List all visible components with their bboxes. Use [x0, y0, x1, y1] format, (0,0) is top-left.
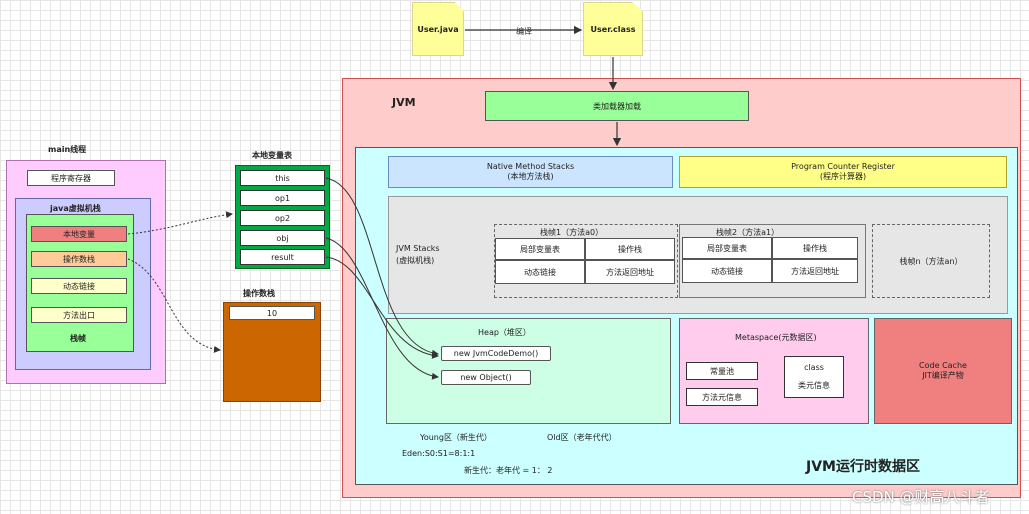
local-var-result-label: result: [271, 252, 294, 262]
this-to-demo-arrow: [325, 177, 439, 357]
obj-to-object-arrow: [325, 237, 439, 380]
frame2-operand-stack: 操作栈: [772, 237, 858, 259]
frame-label: 栈帧: [70, 334, 86, 343]
heap-title: Heap（堆区）: [478, 328, 531, 337]
jvm-stacks-line2: (虚拟机栈): [396, 256, 435, 265]
localvars-to-table-arrow: [127, 211, 233, 235]
constant-pool-label: 常量池: [710, 366, 734, 376]
local-vars-item[interactable]: 本地变量: [31, 226, 127, 242]
watermark: CSDN @财高八斗者: [852, 488, 990, 506]
frame1-local-vars: 局部变量表: [495, 238, 585, 260]
jvm-stacks-line1: JVM Stacks: [396, 244, 440, 253]
frame1-return-address-label: 方法返回地址: [606, 267, 654, 277]
dynamic-link-label: 动态链接: [63, 281, 95, 291]
compile-label: 编译: [514, 26, 534, 37]
metaspace-title: Metaspace(元数据区): [735, 333, 817, 342]
stack-frame-n-title: 栈帧n（方法an）: [899, 256, 963, 266]
local-var-op2-label: op2: [274, 213, 291, 223]
method-meta-label: 方法元信息: [702, 392, 742, 402]
result-to-demo-arrow: [325, 256, 439, 359]
method-exit-item[interactable]: 方法出口: [31, 307, 127, 323]
young-gen-label: Young区（新生代）: [420, 433, 492, 442]
method-exit-label: 方法出口: [63, 310, 95, 320]
stack-frame-n: 栈帧n（方法an）: [872, 224, 990, 298]
gen-ratio-label: 新生代：老年代 = 1： 2: [464, 466, 553, 475]
local-var-op1: op1: [240, 190, 325, 206]
dynamic-link-item[interactable]: 动态链接: [31, 278, 127, 294]
class-meta-line2: 类元信息: [798, 381, 830, 390]
local-var-table-title: 本地变量表: [252, 151, 292, 160]
stack-frame-1: [494, 224, 678, 298]
constant-pool-box: 常量池: [686, 362, 758, 380]
operand-stack-title: 操作数栈: [243, 289, 275, 298]
native-stacks-line1: Native Method Stacks: [486, 162, 575, 171]
heap-object-object: new Object(): [441, 370, 531, 385]
java-vm-stack-title: java虚拟机栈: [50, 204, 101, 213]
local-var-this-label: this: [275, 173, 290, 183]
pc-register-line2: (程序计算器): [819, 172, 867, 181]
class-meta-line1: class: [804, 363, 824, 372]
runtime-area-title: JVM运行时数据区: [806, 459, 920, 475]
frame1-return-address: 方法返回地址: [585, 260, 675, 284]
frame2-return-address: 方法返回地址: [772, 259, 858, 283]
user-class-label: User.class: [590, 24, 636, 34]
code-cache-area: Code Cache JIT编译产物: [874, 318, 1012, 424]
frame2-operand-stack-label: 操作栈: [803, 243, 827, 253]
operand-stack-value: 10: [229, 306, 315, 320]
local-var-op2: op2: [240, 210, 325, 226]
method-meta-box: 方法元信息: [686, 388, 758, 406]
class-loader-label: 类加载器加载: [593, 101, 641, 111]
heap-object-jvmcodedemo-label: new JvmCodeDemo(): [453, 349, 539, 358]
local-var-op1-label: op1: [274, 193, 291, 203]
frame2-local-vars: 局部变量表: [682, 237, 772, 259]
frame1-local-vars-label: 局部变量表: [520, 244, 560, 254]
user-java-label: User.java: [417, 24, 459, 34]
frame2-local-vars-label: 局部变量表: [707, 243, 747, 253]
frame1-dynamic-link-label: 动态链接: [524, 267, 556, 277]
user-class-file: User.class: [583, 2, 643, 56]
frame2-return-address-label: 方法返回地址: [791, 266, 839, 276]
frame1-dynamic-link: 动态链接: [495, 260, 585, 284]
jvm-title: JVM: [392, 96, 416, 109]
main-thread-title: main线程: [48, 145, 87, 154]
class-loader-box: 类加载器加载: [485, 91, 749, 121]
local-vars-label: 本地变量: [63, 229, 95, 239]
heap-object-object-label: new Object(): [460, 373, 512, 382]
local-var-obj-label: obj: [276, 233, 289, 243]
frame2-dynamic-link-label: 动态链接: [711, 266, 743, 276]
operand-stack-label: 操作数栈: [63, 254, 95, 264]
main-pc-register: 程序寄存器: [27, 170, 115, 186]
class-meta-box: class 类元信息: [784, 356, 844, 398]
native-method-stacks: Native Method Stacks (本地方法栈): [388, 156, 673, 188]
local-var-obj: obj: [240, 230, 325, 246]
main-pc-register-label: 程序寄存器: [51, 173, 91, 183]
stack-frame-1-title: 栈帧1（方法a0）: [540, 228, 604, 237]
code-cache-line2: JIT编译产物: [922, 371, 964, 380]
frame1-operand-stack-label: 操作栈: [618, 244, 642, 254]
user-java-file: User.java: [412, 2, 464, 56]
program-counter-register: Program Counter Register (程序计算器): [679, 156, 1007, 188]
operand-to-stack-arrow: [127, 258, 221, 353]
local-var-this: this: [240, 170, 325, 186]
native-stacks-line2: (本地方法栈): [507, 172, 554, 181]
heap-object-jvmcodedemo: new JvmCodeDemo(): [441, 346, 551, 361]
code-cache-line1: Code Cache: [919, 361, 967, 370]
eden-ratio-label: Eden:S0:S1=8:1:1: [402, 449, 476, 458]
local-var-result: result: [240, 249, 325, 265]
stack-frame-2: [679, 224, 866, 298]
stack-frame-2-title: 栈帧2（方法a1）: [716, 228, 780, 237]
pc-register-line1: Program Counter Register: [791, 162, 895, 171]
operand-stack-value-label: 10: [266, 308, 278, 318]
operand-stack-item[interactable]: 操作数栈: [31, 251, 127, 267]
frame2-dynamic-link: 动态链接: [682, 259, 772, 283]
frame1-operand-stack: 操作栈: [585, 238, 675, 260]
old-gen-label: Old区（老年代代）: [547, 433, 617, 442]
